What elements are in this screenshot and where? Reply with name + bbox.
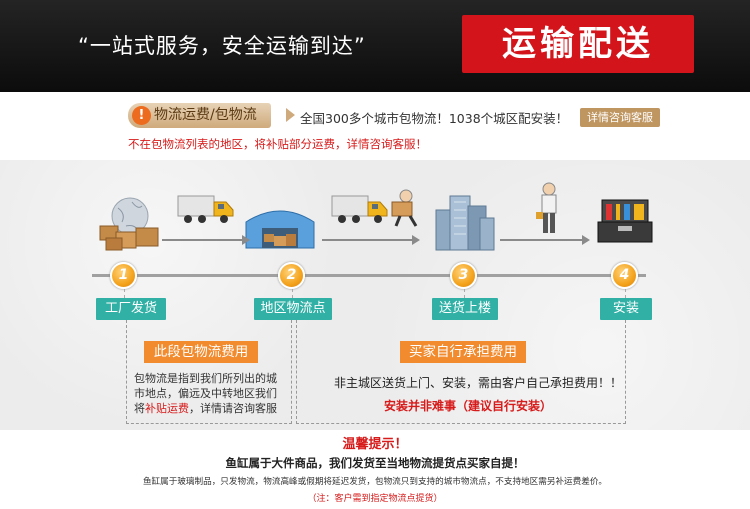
coverage-text: 全国300多个城市包物流！1038个城区配安装！ — [300, 111, 569, 126]
pickup-point-note: （注：客户需到指定物流点提货） — [307, 494, 443, 504]
warning-title: 温馨提示！ — [342, 437, 408, 452]
covered-fee-highlight: 补贴运费 — [145, 402, 189, 415]
buyer-fee-text: 非主城区送货上门、安装，需由客户自己承担费用！！ — [334, 376, 623, 390]
connector-line — [464, 289, 465, 298]
step-number-4: 4 — [611, 262, 638, 289]
process-timeline — [92, 274, 646, 277]
connector-line — [292, 289, 293, 298]
step-label-install: 安装 — [600, 298, 652, 320]
step-number-3: 3 — [450, 262, 477, 289]
covered-fee-text-a: 包物流是指到我们所列出的城市地点，偏远及中转地区我们将 — [134, 372, 277, 415]
covered-fee-description: 包物流是指到我们所列出的城市地点，偏远及中转地区我们将补贴运费，详情请咨询客服 — [134, 371, 284, 416]
step-number-1: 1 — [110, 262, 137, 289]
step-label-factory-ship: 工厂发货 — [96, 298, 166, 320]
glass-shipping-notice: 鱼缸属于玻璃制品，只发物流，物流高峰或假期将延迟发货，包物流只到支持的城市物流点… — [142, 477, 608, 487]
step-label-regional-logistics: 地区物流点 — [254, 298, 332, 320]
left-section-bracket — [126, 320, 292, 424]
exclamation-icon: ! — [132, 106, 151, 125]
connector-line — [124, 289, 125, 298]
tag-arrow-icon — [286, 108, 295, 122]
shipping-fee-tag-label: 物流运费/包物流 — [154, 107, 257, 123]
installer-person-icon — [536, 182, 557, 233]
flow-arrow — [322, 235, 420, 245]
slogan: “一站式服务，安全运输到达” — [78, 34, 366, 58]
right-section-bracket — [296, 320, 626, 424]
connector-line — [625, 289, 626, 298]
step-label-deliver-upstairs: 送货上楼 — [432, 298, 498, 320]
subsidy-note: 不在包物流列表的地区，将补贴部分运费，详情咨询客服！ — [128, 137, 427, 151]
self-install-advice: 安装并非难事（建议自行安装） — [384, 399, 553, 413]
delivery-person-icon — [391, 189, 418, 227]
truck-icon — [331, 195, 388, 223]
step-number-2: 2 — [278, 262, 305, 289]
shipping-title-badge: 运输配送 — [462, 15, 694, 73]
truck-icon — [177, 195, 234, 223]
header-banner: “一站式服务，安全运输到达” 运输配送 — [0, 0, 750, 92]
toolbox-icon — [597, 199, 653, 243]
package-globe-icon — [99, 197, 159, 251]
section-title-buyer-fee: 买家自行承担费用 — [400, 341, 526, 363]
consult-service-button[interactable]: 详情咨询客服 — [580, 108, 660, 127]
buildings-icon — [435, 195, 495, 251]
flow-arrow — [500, 235, 590, 245]
pickup-notice: 鱼缸属于大件商品，我们发货至当地物流提货点买家自提！ — [225, 456, 525, 470]
flow-arrow — [162, 235, 250, 245]
warehouse-icon — [245, 210, 315, 249]
covered-fee-text-b: ，详情请咨询客服 — [189, 402, 277, 415]
section-title-covered-fee: 此段包物流费用 — [144, 341, 258, 363]
shipping-fee-tag: ! 物流运费/包物流 — [128, 103, 271, 128]
